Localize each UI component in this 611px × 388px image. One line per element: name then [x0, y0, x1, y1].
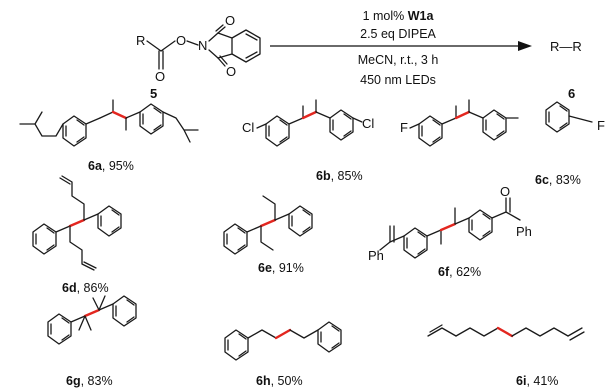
- compound-6d-structure: [32, 175, 122, 271]
- compound-6c-label: 6c, 83%: [535, 173, 581, 187]
- compound-6-label: 6: [568, 86, 575, 101]
- compound-6e-label: 6e, 91%: [258, 261, 304, 275]
- compound-5-label: 5: [150, 86, 157, 101]
- compound-6i-label: 6i, 41%: [516, 374, 558, 388]
- compound-6i-structure: [427, 324, 585, 341]
- compound-6g-label: 6g, 83%: [66, 374, 113, 388]
- atom-ph-left: Ph: [368, 248, 384, 263]
- compound-6a-structure: [19, 99, 199, 147]
- atom-o-ketone: O: [500, 184, 510, 199]
- atom-o-carbonyl: O: [155, 69, 165, 84]
- compound-6h-structure: [224, 321, 342, 361]
- compound-6g-structure: [47, 295, 137, 345]
- atom-ph-right: Ph: [516, 224, 532, 239]
- atom-f-left: F: [400, 120, 408, 135]
- condition-catalyst: 1 mol% W1a: [363, 9, 435, 23]
- compound-6a-label: 6a, 95%: [88, 159, 134, 173]
- atom-n: N: [198, 38, 207, 53]
- atom-r: R: [136, 33, 145, 48]
- compound-6f-label: 6f, 62%: [438, 265, 481, 279]
- atom-o-imide-top: O: [225, 13, 235, 28]
- condition-light: 450 nm LEDs: [360, 73, 436, 87]
- atom-cl-left: Cl: [242, 120, 254, 135]
- condition-base: 2.5 eq DIPEA: [360, 27, 436, 41]
- atom-f-right: F: [597, 118, 605, 133]
- compound-6b-structure: Cl Cl: [242, 99, 374, 147]
- atom-cl-right: Cl: [362, 116, 374, 131]
- arrowhead: [518, 41, 532, 51]
- product-formula: R—R: [550, 39, 582, 54]
- atom-o-ester: O: [176, 33, 186, 48]
- atom-o-imide-bottom: O: [226, 64, 236, 79]
- compound-6f-structure: Ph O Ph: [368, 184, 532, 263]
- reagent-5-structure: R O O N O O: [136, 13, 261, 84]
- compound-6h-label: 6h, 50%: [256, 374, 303, 388]
- compound-6b-label: 6b, 85%: [316, 169, 363, 183]
- compound-6e-structure: [223, 195, 313, 255]
- compound-6c-structure: F F: [400, 99, 605, 147]
- condition-solvent: MeCN, r.t., 3 h: [358, 53, 439, 67]
- compound-6d-label: 6d, 86%: [62, 281, 109, 295]
